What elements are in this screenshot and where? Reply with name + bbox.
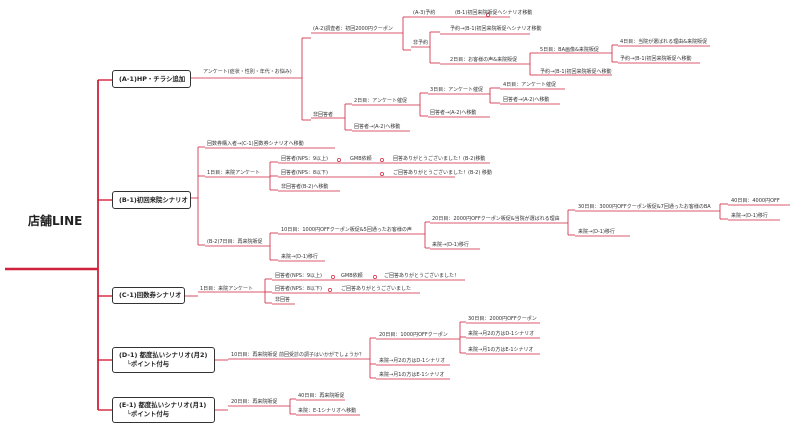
node-label: 来院→月2の方はD-1シナリオ bbox=[379, 358, 446, 364]
node-label: 非回答者(B-2)へ移動 bbox=[281, 184, 329, 190]
node-label: 2日目：お客様の声&来院販促 bbox=[450, 57, 518, 63]
node-label: 予約→(B-1)初回来院販促へ移動 bbox=[620, 56, 692, 62]
branch-d-subtitle: └ポイント付与 bbox=[127, 360, 170, 368]
node-label: アンケート(症状・性別・年代・お悩み) bbox=[203, 69, 292, 75]
node-label: 回数券購入者→(C-1)回数券シナリオへ移動 bbox=[207, 141, 304, 147]
node-label: ご回答ありがとうございました！ bbox=[384, 273, 460, 279]
node-label: 2日目：アンケート催促 bbox=[354, 98, 407, 104]
node-label: 20日目：2000円OFFクーポン販促&当院が選ばれる理由 bbox=[432, 216, 560, 222]
branch-c-title: (C-1)回数券シナリオ bbox=[119, 291, 182, 299]
node-label: 予約→(B-1)初回来院販促へ移動 bbox=[540, 69, 612, 75]
node-label: 来院→(D-1)移行 bbox=[281, 254, 318, 260]
node-label: 回答者→(A-2)へ移動 bbox=[503, 97, 550, 103]
root-node: 店舗LINE bbox=[28, 214, 83, 228]
node-label: 40日目：4000円OFF bbox=[731, 198, 780, 204]
branch-d-node[interactable]: (D-1) 都度払いシナリオ(月2)└ポイント付与 bbox=[112, 347, 215, 373]
node-label: (A-2)調査者：初回2000円クーポン bbox=[313, 26, 393, 32]
node-label: 回答者→(A-2)へ移動 bbox=[354, 124, 401, 130]
node-label: 4日目：アンケート催促 bbox=[503, 82, 556, 88]
node-label: 来院→(D-1)移行 bbox=[432, 242, 469, 248]
branch-a-node[interactable]: (A-1)HP・チラシ追加 bbox=[112, 70, 191, 88]
node-label: 来院→月1の方はE-1シナリオ bbox=[379, 372, 445, 378]
node-label: 非回答 bbox=[275, 297, 291, 303]
node-label: 非予約 bbox=[413, 40, 429, 46]
branch-e-subtitle: └ポイント付与 bbox=[127, 410, 170, 418]
node-label: 20日目：1000円OFFクーポン bbox=[379, 332, 448, 338]
node-label: 来院→(D-1)移行 bbox=[731, 213, 768, 219]
node-label: 3日目：アンケート催促 bbox=[430, 87, 483, 93]
node-label: ご回答ありがとうございました！(B-2) 移動 bbox=[393, 170, 492, 176]
node-label: 40日目：再来院販促 bbox=[298, 393, 345, 399]
node-label: 回答者→(A-2)へ移動 bbox=[430, 110, 477, 116]
node-label: GMB依頼 bbox=[341, 273, 363, 279]
node-label: (B-1)初回来院販促へシナリオ移動 bbox=[455, 10, 533, 16]
node-label: (A-3)予約 bbox=[413, 10, 436, 16]
branch-b-title: (B-1)初回来院シナリオ bbox=[119, 195, 188, 204]
node-label: 5日目：BA画像&来院販促 bbox=[540, 47, 599, 53]
branch-b-node[interactable]: (B-1)初回来院シナリオ bbox=[112, 191, 191, 209]
node-label: 非回答者 bbox=[313, 112, 334, 118]
node-label: 1日目：来院アンケート bbox=[200, 286, 253, 292]
node-label: 回答者(NPS：9以上) bbox=[275, 273, 323, 279]
branch-c-node[interactable]: (C-1)回数券シナリオ bbox=[112, 287, 185, 304]
node-label: 10日目：再来院販促 前回受診の調子はいかがでしょうか？ bbox=[231, 352, 364, 358]
node-label: GMB依頼 bbox=[350, 156, 372, 162]
node-label: 来院→月1の方はE-1シナリオ bbox=[468, 347, 534, 353]
node-label: 20日目：再来院販促 bbox=[231, 399, 278, 405]
node-label: 回答ありがとうございました！(B-2)移動 bbox=[393, 156, 486, 162]
node-label: 回答者(NPS：8以下) bbox=[275, 286, 323, 292]
node-label: 来院→(D-1)移行 bbox=[578, 229, 615, 235]
branch-a-title: (A-1)HP・チラシ追加 bbox=[119, 74, 186, 83]
branch-e-title: (E-1) 都度払いシナリオ(月1) bbox=[119, 401, 207, 409]
node-label: 来院：E-1シナリオへ移動 bbox=[298, 408, 357, 414]
node-label: 回答者(NPS：9以上) bbox=[281, 156, 329, 162]
branch-e-node[interactable]: (E-1) 都度払いシナリオ(月1)└ポイント付与 bbox=[112, 397, 215, 423]
node-label: 回答者(NPS：8以下) bbox=[281, 170, 329, 176]
branch-d-title: (D-1) 都度払いシナリオ(月2) bbox=[119, 351, 208, 359]
node-label: 10日目：1000円OFFクーポン販促&5回通ったお客様の声 bbox=[281, 227, 412, 233]
node-label: 来院→月2の方はD-1シナリオ bbox=[468, 331, 535, 337]
node-label: 予約→(B-1)初回来院販促へシナリオ移動 bbox=[450, 26, 542, 32]
node-label: 1日目：来院アンケート bbox=[207, 170, 260, 176]
node-label: 30日目：3000円OFFクーポン販促&7回通ったお客様のBA bbox=[578, 204, 711, 210]
node-label: 4日目：当院が選ばれる理由&来院販促 bbox=[620, 39, 708, 45]
node-label: 30日目：2000円OFFクーポン bbox=[468, 316, 537, 322]
node-label: ご回答ありがとうございました bbox=[341, 286, 412, 292]
node-label: (B-2)7日目：再来院販促 bbox=[207, 239, 263, 245]
